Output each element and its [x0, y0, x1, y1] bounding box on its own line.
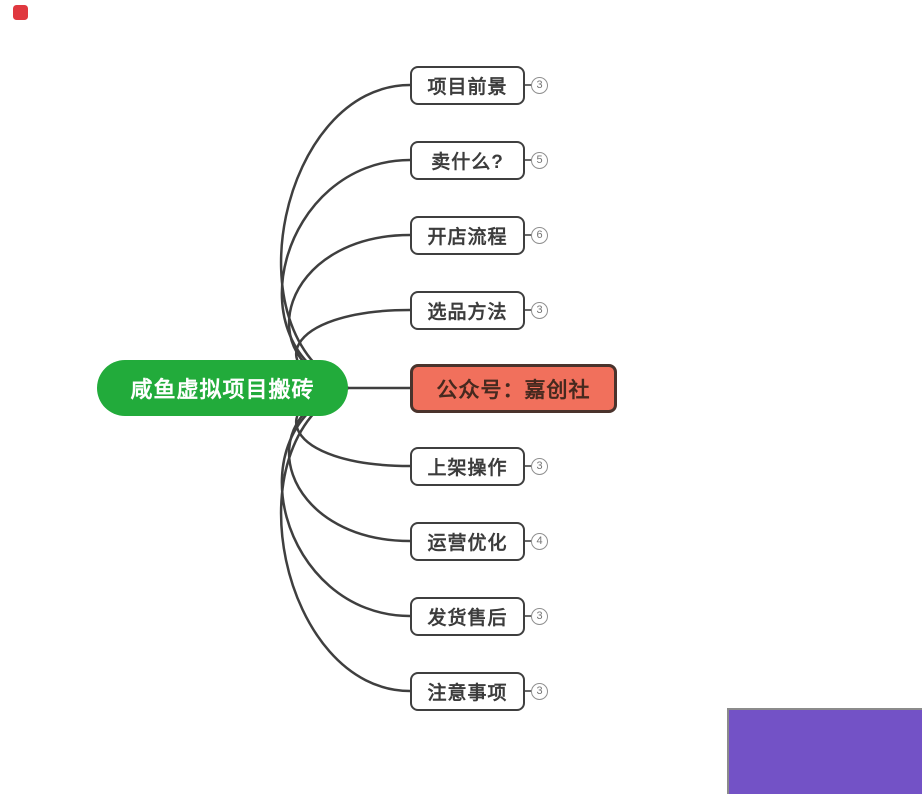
topic-node[interactable]: 注意事项: [410, 672, 525, 711]
footer-overlay: [727, 708, 922, 794]
collapse-badge[interactable]: 3: [531, 301, 548, 319]
topic-node[interactable]: 运营优化: [410, 522, 525, 561]
topic-node[interactable]: 开店流程: [410, 216, 525, 255]
collapse-badge[interactable]: 3: [531, 76, 548, 94]
topic-label: 选品方法: [427, 302, 508, 323]
collapse-badge[interactable]: 6: [531, 226, 548, 244]
collapse-badge[interactable]: 5: [531, 151, 548, 169]
topic-node[interactable]: 选品方法: [410, 291, 525, 330]
topic-label: 卖什么?: [431, 152, 504, 173]
topic-label: 公众号：嘉创社: [436, 378, 591, 402]
collapse-badge[interactable]: 3: [531, 682, 548, 700]
topic-label: 上架操作: [427, 458, 508, 479]
collapse-badge[interactable]: 4: [531, 532, 548, 550]
topic-node[interactable]: 发货售后: [410, 597, 525, 636]
collapse-badge[interactable]: 3: [531, 457, 548, 475]
topic-label: 运营优化: [427, 533, 508, 554]
root-topic[interactable]: 咸鱼虚拟项目搬砖: [97, 360, 348, 416]
topic-node[interactable]: 卖什么?: [410, 141, 525, 180]
collapse-badge[interactable]: 3: [531, 607, 548, 625]
topic-label: 发货售后: [427, 608, 508, 629]
highlight-topic-node[interactable]: 公众号：嘉创社: [410, 364, 617, 413]
topic-label: 开店流程: [427, 227, 508, 248]
topic-node[interactable]: 项目前景: [410, 66, 525, 105]
topic-label: 项目前景: [427, 77, 508, 98]
topic-node[interactable]: 上架操作: [410, 447, 525, 486]
topic-label: 注意事项: [427, 683, 508, 704]
corner-marker: [13, 5, 28, 20]
